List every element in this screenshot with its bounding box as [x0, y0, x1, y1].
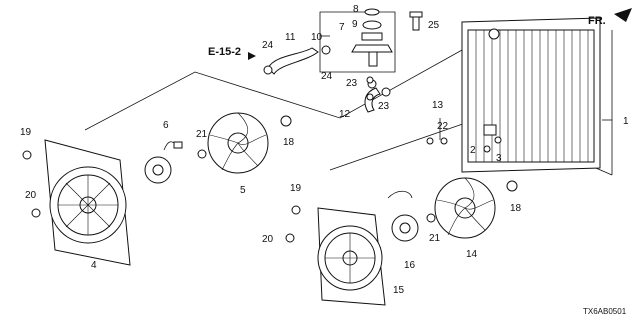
callout-21b: 21 — [429, 233, 441, 244]
callout-16: 16 — [404, 260, 416, 271]
filler-cap-assembly — [351, 8, 423, 67]
callout-9: 9 — [352, 19, 358, 30]
front-direction-arrow: FR. — [588, 8, 632, 27]
left-fan-shroud — [44, 139, 131, 266]
callout-18a: 18 — [283, 137, 295, 148]
callout-18b: 18 — [510, 203, 522, 214]
callout-7: 7 — [339, 22, 345, 33]
section-reference-label: E-15-2 — [208, 46, 241, 58]
callout-labels: 1 2 3 4 5 6 7 8 9 10 11 12 13 14 15 16 1… — [20, 4, 629, 296]
callout-25: 25 — [428, 20, 440, 31]
radiator — [461, 17, 601, 173]
right-fan-motor — [387, 190, 419, 242]
callout-20a: 20 — [25, 190, 37, 201]
callout-24a: 24 — [262, 40, 274, 51]
callout-20b: 20 — [262, 234, 274, 245]
callout-13: 13 — [432, 100, 444, 111]
callout-15: 15 — [393, 285, 405, 296]
right-fan-shroud — [317, 207, 386, 306]
callout-8: 8 — [353, 4, 359, 15]
callout-1: 1 — [623, 116, 629, 127]
callout-19a: 19 — [20, 127, 32, 138]
callout-6: 6 — [163, 120, 169, 131]
callout-2: 2 — [470, 145, 476, 156]
callout-24b: 24 — [321, 71, 333, 82]
callout-11: 11 — [285, 32, 296, 43]
callout-10: 10 — [311, 32, 323, 43]
callout-19b: 19 — [290, 183, 302, 194]
reference-arrow-icon — [248, 52, 256, 60]
callout-23a: 23 — [346, 78, 358, 89]
callout-21a: 21 — [196, 129, 208, 140]
left-fan-motor — [144, 141, 183, 184]
callout-14: 14 — [466, 249, 478, 260]
callout-22: 22 — [437, 121, 449, 132]
upper-hose — [263, 45, 331, 75]
drawing-code: TX6AB0501 — [583, 307, 627, 316]
callout-5: 5 — [240, 185, 246, 196]
callout-12: 12 — [339, 109, 351, 120]
callout-23b: 23 — [378, 101, 390, 112]
callout-4: 4 — [91, 260, 97, 271]
right-fan — [434, 177, 496, 239]
left-fan — [207, 112, 269, 174]
direction-label: FR. — [588, 15, 606, 27]
fasteners — [22, 76, 518, 243]
callout-3: 3 — [496, 153, 502, 164]
